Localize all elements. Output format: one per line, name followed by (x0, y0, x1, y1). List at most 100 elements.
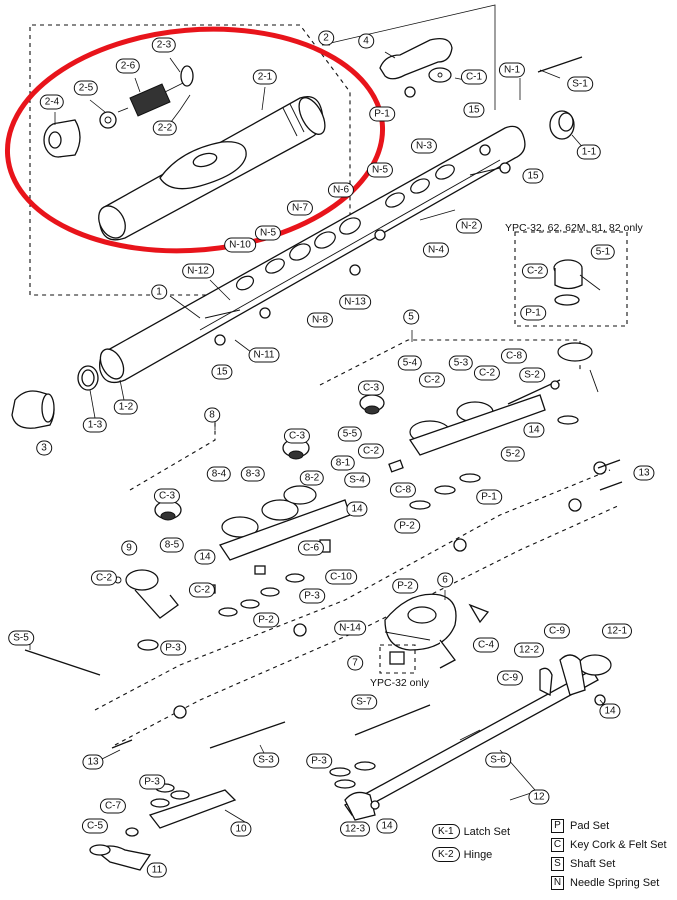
label-c-2-box: C-2 (521, 263, 549, 279)
label-n-5-b: N-5 (254, 225, 282, 241)
label-2-6: 2-6 (115, 58, 141, 74)
legend-item-k1: K-1 Latch Set (432, 824, 510, 839)
legend-sets: P Pad Set C Key Cork & Felt Set S Shaft … (551, 819, 667, 890)
legend-code-c: C (551, 838, 564, 852)
key-part-11 (89, 827, 152, 871)
label-14-d: 14 (599, 703, 621, 719)
label-12: 12 (528, 789, 550, 805)
label-8-4: 8-4 (206, 466, 232, 482)
label-c-8-a: C-8 (500, 348, 528, 364)
label-13-b: 13 (82, 754, 104, 770)
label-s-4: S-4 (344, 472, 370, 488)
label-c-9-a: C-9 (543, 623, 571, 639)
legend-code-n: N (551, 876, 564, 890)
label-8-2: 8-2 (299, 470, 325, 486)
note-model-box: YPC-32, 62, 62M, 81, 82 only (505, 222, 643, 234)
cork-assembly-rod (164, 65, 194, 93)
legend-text-c: Key Cork & Felt Set (570, 839, 667, 851)
label-2-5: 2-5 (73, 80, 99, 96)
label-c-2-b: C-2 (418, 372, 446, 388)
key-part-9 (114, 569, 179, 651)
legend-text-k2: Hinge (463, 848, 493, 861)
foot-clutch (344, 791, 380, 821)
label-p-2-a: P-2 (394, 518, 420, 534)
label-2-4: 2-4 (39, 94, 65, 110)
label-n-14: N-14 (334, 620, 366, 636)
headjoint-crown (43, 119, 81, 158)
label-11: 11 (146, 862, 168, 878)
label-p-1-top: P-1 (369, 106, 395, 122)
label-14-c: 14 (194, 549, 216, 565)
label-n-11: N-11 (248, 347, 280, 363)
legend-item-n: N Needle Spring Set (551, 876, 667, 890)
label-2-2: 2-2 (152, 120, 178, 136)
label-1: 1 (151, 284, 167, 300)
label-s-5: S-5 (8, 630, 34, 646)
legend-text-k1: Latch Set (463, 825, 511, 838)
label-15-b: 15 (522, 168, 544, 184)
label-14-e: 14 (376, 818, 398, 834)
flute-body (99, 125, 526, 384)
legend-code-k1: K-1 (432, 824, 460, 839)
headjoint-group (29, 24, 351, 296)
label-c-9-b: C-9 (496, 670, 524, 686)
label-c-10: C-10 (325, 569, 357, 585)
label-s-7: S-7 (351, 694, 377, 710)
label-c-2-e: C-2 (90, 570, 118, 586)
key-group-5 (319, 339, 599, 510)
body-centerline (94, 469, 611, 711)
label-n-8: N-8 (306, 312, 334, 328)
label-p-3-a: P-3 (299, 588, 325, 604)
label-c-6: C-6 (297, 540, 325, 556)
label-n-6: N-6 (327, 182, 355, 198)
label-n-1: N-1 (498, 62, 526, 78)
label-p-2-b: P-2 (253, 612, 279, 628)
label-n-13: N-13 (339, 294, 371, 310)
key-part-10 (148, 783, 237, 829)
label-5-3: 5-3 (448, 355, 474, 371)
label-13-a: 13 (633, 465, 655, 481)
legend-item-k2: K-2 Hinge (432, 847, 510, 862)
legend-text-s: Shaft Set (570, 858, 616, 870)
label-p-3-b: P-3 (160, 640, 186, 656)
label-12-3: 12-3 (339, 821, 371, 837)
model-specific-box (514, 231, 628, 327)
label-n-7: N-7 (286, 200, 314, 216)
label-s-6: S-6 (485, 752, 511, 768)
label-2-1: 2-1 (252, 69, 278, 85)
legend-item-s: S Shaft Set (551, 857, 667, 871)
foot-keys (539, 654, 612, 706)
headjoint-tube (98, 95, 326, 241)
footjoint-rod (344, 669, 599, 816)
spring-n14 (384, 631, 431, 641)
legend-code-p: P (551, 819, 564, 833)
label-5-5: 5-5 (337, 426, 363, 442)
label-4: 4 (358, 33, 374, 49)
label-s-2: S-2 (519, 367, 545, 383)
label-p-1-c: P-1 (476, 489, 502, 505)
label-1-3: 1-3 (82, 417, 108, 433)
label-n-4: N-4 (422, 242, 450, 258)
label-n-3: N-3 (410, 138, 438, 154)
legend-text-n: Needle Spring Set (570, 877, 660, 889)
label-p-3-d: P-3 (139, 774, 165, 790)
label-3: 3 (36, 440, 52, 456)
label-15-c: 15 (211, 364, 233, 380)
label-5-1: 5-1 (590, 244, 616, 260)
label-s-3: S-3 (253, 752, 279, 768)
label-5-4: 5-4 (397, 355, 423, 371)
key-group-8 (129, 420, 351, 617)
headjoint-cork (117, 83, 171, 117)
label-8-3: 8-3 (240, 466, 266, 482)
part-7 (379, 644, 416, 674)
label-c-4: C-4 (472, 637, 500, 653)
label-c-2-c: C-2 (473, 365, 501, 381)
label-8: 8 (204, 407, 220, 423)
highlight-circle (4, 26, 386, 254)
label-p-2-c: P-2 (392, 578, 418, 594)
label-14-b: 14 (346, 501, 368, 517)
label-10: 10 (230, 821, 252, 837)
label-5-2: 5-2 (500, 446, 526, 462)
end-cap (11, 390, 55, 429)
